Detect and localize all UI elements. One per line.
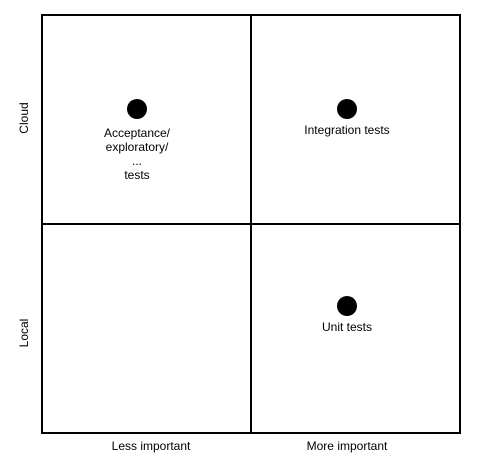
unit-tests-marker: [337, 296, 357, 316]
x-axis-right-label: More important: [306, 439, 388, 453]
integration-tests-label: Integration tests: [304, 123, 390, 137]
horizontal-divider: [41, 223, 461, 225]
integration-tests-marker: [337, 99, 357, 119]
acceptance-tests-marker: [127, 99, 147, 119]
x-axis-left-label: Less important: [111, 439, 191, 453]
acceptance-tests-label: Acceptance/ exploratory/ ... tests: [103, 126, 171, 182]
unit-tests-label: Unit tests: [321, 320, 372, 334]
y-axis-bottom-label: Local: [17, 318, 31, 348]
y-axis-top-label: Cloud: [17, 102, 31, 134]
